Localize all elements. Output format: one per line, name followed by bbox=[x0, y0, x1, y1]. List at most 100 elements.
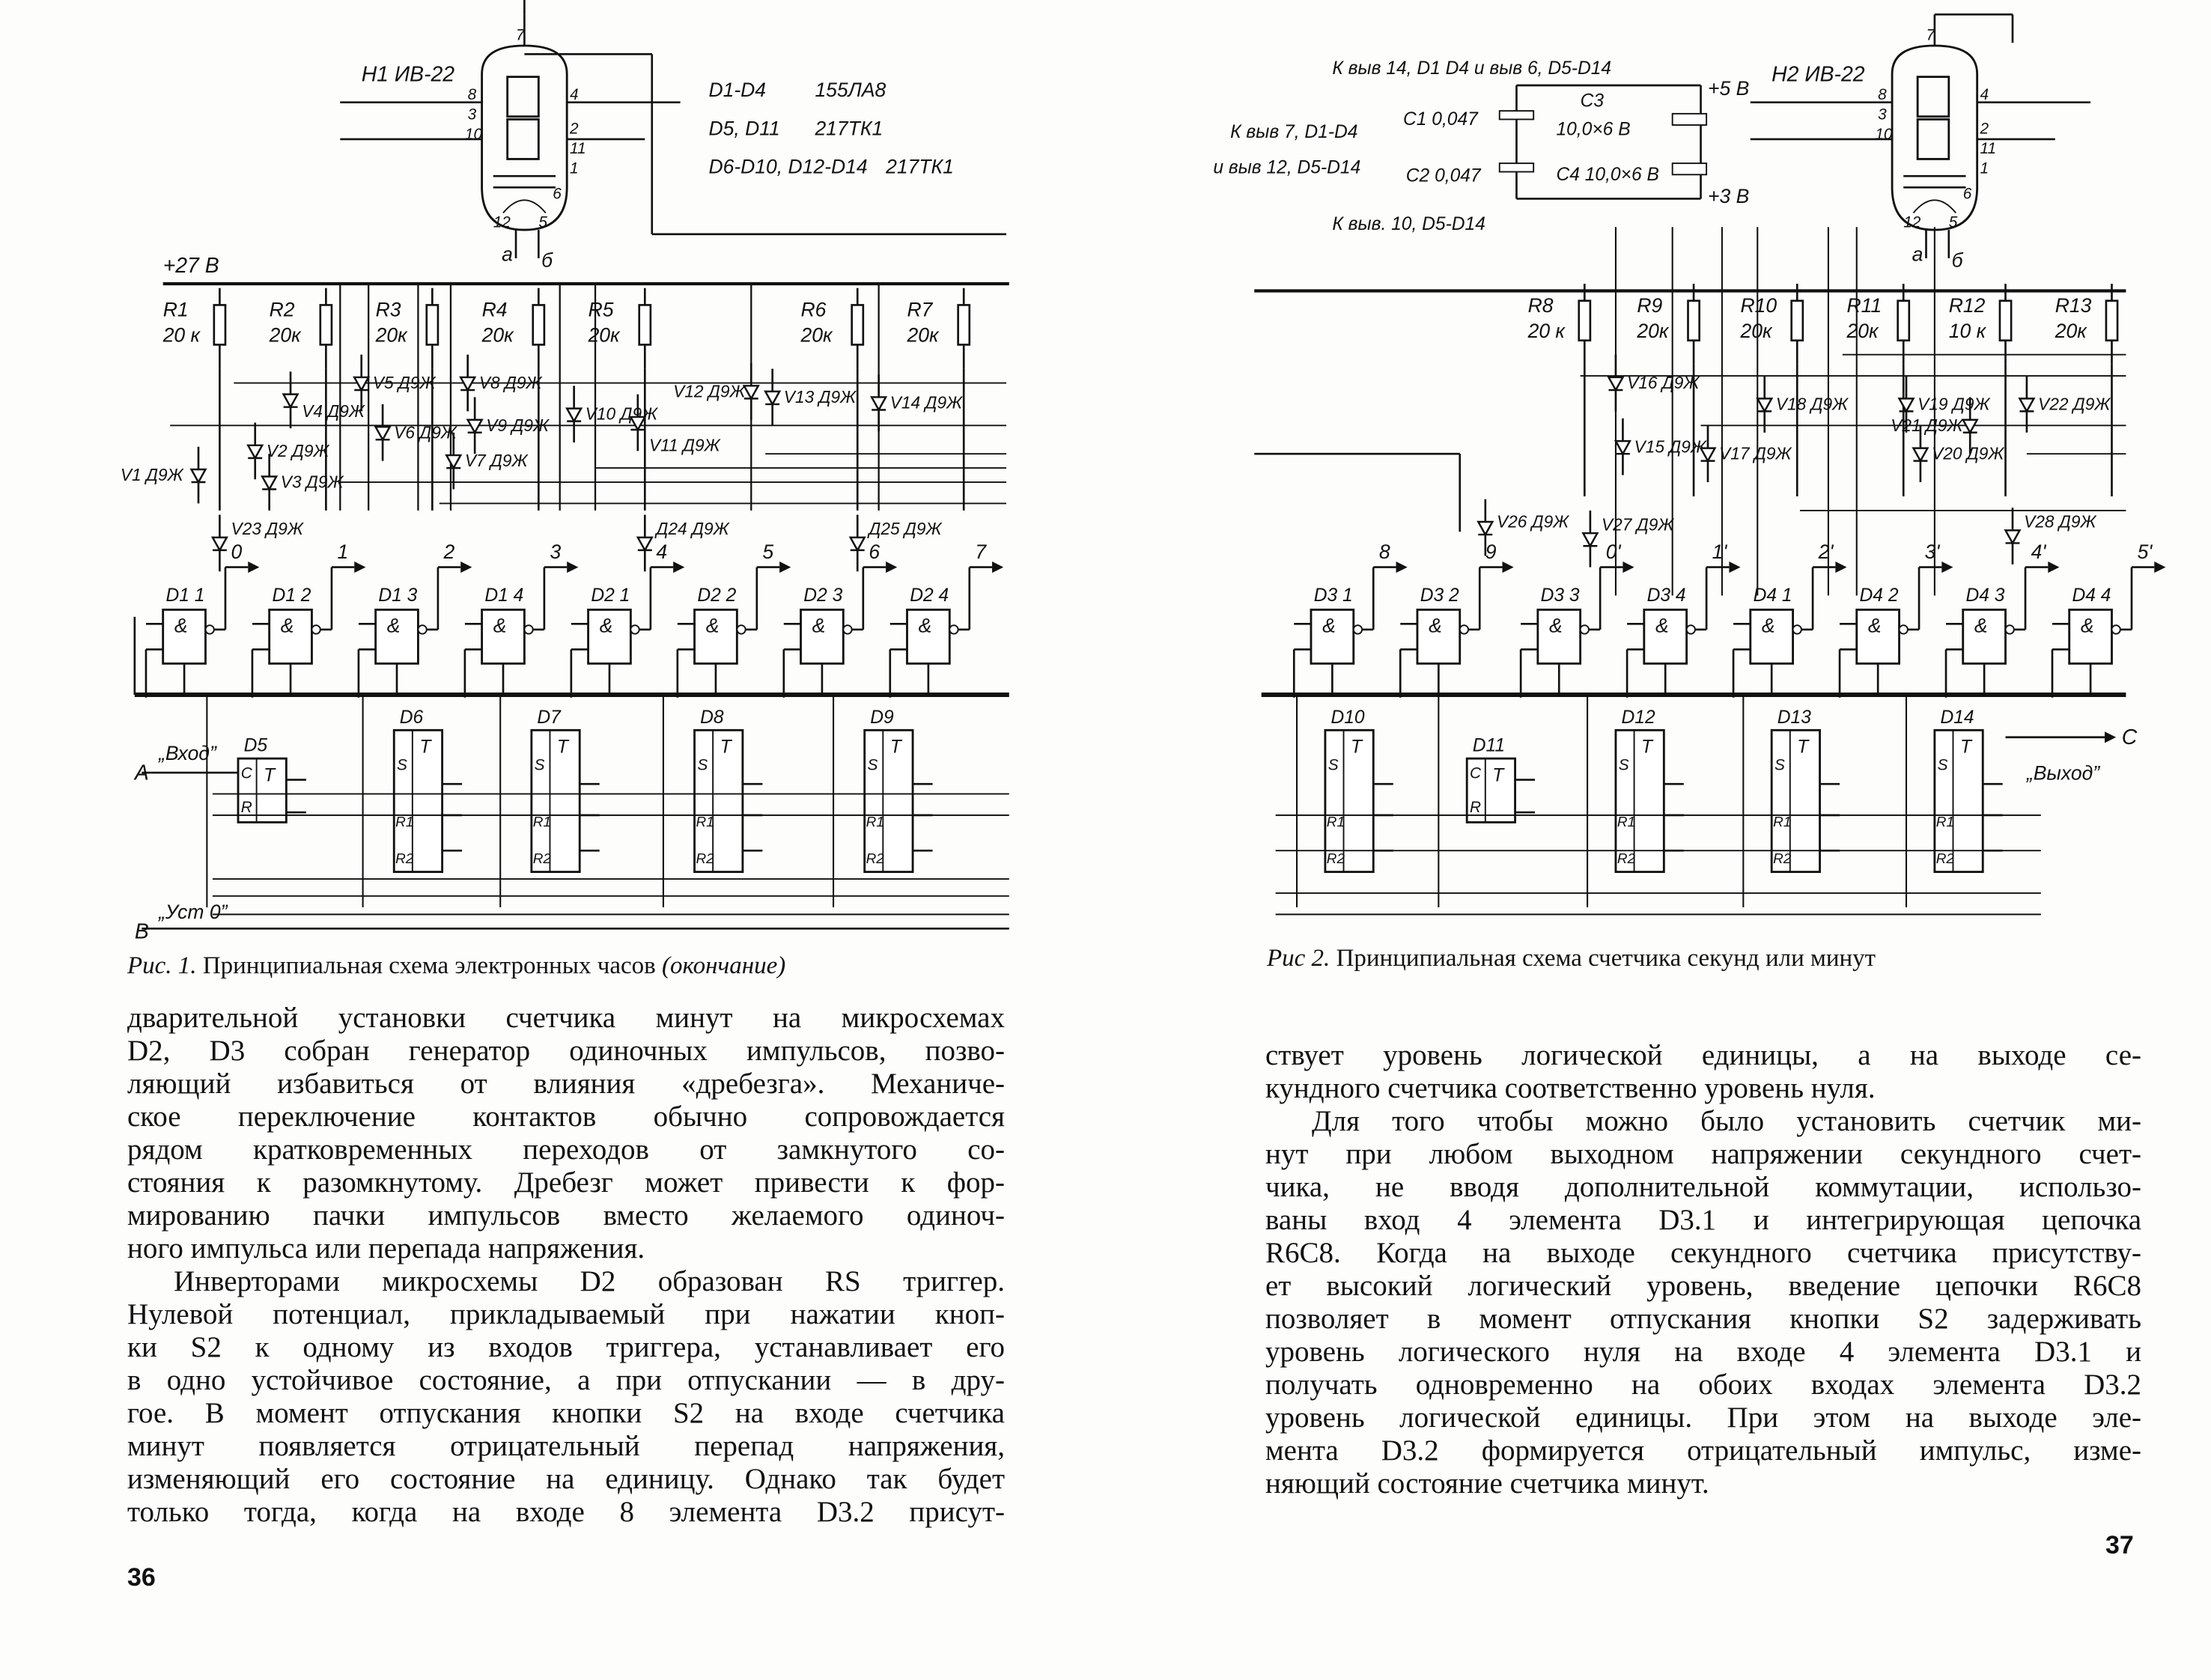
arrow-icon bbox=[992, 561, 1004, 573]
trigger-pin-s: S bbox=[535, 756, 545, 773]
diode-label: V2 Д9Ж bbox=[267, 441, 330, 460]
diode-symbol bbox=[210, 536, 228, 553]
page-number-right: 37 bbox=[2105, 1531, 2134, 1559]
caption-prefix: Рис. 1. bbox=[127, 952, 197, 979]
tube-pin-number: 7 bbox=[516, 26, 526, 43]
capacitor-c3-ref: C3 bbox=[1581, 91, 1605, 111]
gate-output-label: 2 bbox=[442, 541, 454, 563]
nand-gate bbox=[693, 608, 738, 665]
supply-5v-label: +5 В bbox=[1708, 77, 1749, 100]
gate-symbol: & bbox=[387, 615, 401, 637]
resistor-symbol bbox=[1790, 299, 1804, 342]
nand-gate bbox=[481, 608, 526, 665]
tube-pin-number: 4 bbox=[570, 86, 579, 103]
inverter-bubble bbox=[204, 624, 215, 635]
arrow-icon bbox=[354, 561, 366, 573]
gate-ref: D1 3 bbox=[378, 585, 417, 606]
gate-symbol: & bbox=[174, 615, 188, 637]
trigger-pin-r2: R2 bbox=[1936, 851, 1955, 867]
diode-symbol bbox=[445, 454, 463, 470]
inverter-bubble bbox=[1459, 624, 1470, 635]
tube-pin-number: 8 bbox=[468, 86, 477, 103]
text-line: минут появляется отрицательный перепад н… bbox=[127, 1430, 1005, 1462]
inverter-bubble bbox=[736, 624, 746, 635]
nand-gate bbox=[1643, 608, 1688, 665]
tube-segment bbox=[1916, 118, 1950, 160]
legend-chip-group: D6-D10, D12-D14 bbox=[708, 155, 867, 177]
gate-ref: D1 4 bbox=[484, 585, 523, 606]
diode-label: V7 Д9Ж bbox=[465, 451, 529, 470]
resistor-symbol bbox=[957, 304, 971, 346]
gate-ref: D1 2 bbox=[272, 585, 311, 606]
tube-pin-number: 10 bbox=[465, 126, 483, 143]
gate-ref: D4 1 bbox=[1754, 585, 1792, 606]
arrow-icon bbox=[1622, 561, 1634, 573]
diode-symbol bbox=[1897, 398, 1915, 413]
nand-gate bbox=[268, 608, 313, 665]
input-b-terminal: В bbox=[135, 920, 149, 944]
output-label: „Выход” bbox=[2026, 762, 2100, 785]
gate-symbol: & bbox=[281, 615, 294, 637]
trigger-pin-r1: R1 bbox=[395, 815, 413, 830]
gate-output-label: 6 bbox=[869, 541, 880, 563]
text-line: мированию пачки импульсов вместо желаемо… bbox=[127, 1199, 1005, 1232]
resistor-ref: R2 bbox=[270, 299, 295, 321]
diode-label: V20 Д9Ж bbox=[1932, 444, 2004, 463]
diode-symbol bbox=[2018, 398, 2036, 413]
trigger-pin-r2: R2 bbox=[866, 851, 885, 867]
trigger-ref: D5 bbox=[244, 736, 268, 756]
diode-label: Д25 Д9Ж bbox=[866, 519, 942, 538]
diode-symbol bbox=[848, 536, 866, 553]
text-line: изменяющий его состояние на единицу. Одн… bbox=[127, 1463, 1005, 1495]
text-line: дварительной установки счетчика минут на… bbox=[127, 1002, 1005, 1034]
trigger-pin-c: C bbox=[1470, 765, 1482, 782]
trigger-pin-s: S bbox=[1774, 756, 1785, 773]
text-line: стояния к разомкнутому. Дребезг может пр… bbox=[127, 1166, 1005, 1199]
diode-label: V1 Д9Ж bbox=[121, 465, 184, 484]
gate-output-label: 3 bbox=[550, 541, 561, 563]
tube-pin-number: 1 bbox=[570, 159, 579, 177]
trigger-pin-t: T bbox=[264, 765, 276, 785]
diode-symbol bbox=[374, 425, 392, 442]
trigger-ref: D10 bbox=[1330, 707, 1364, 728]
connection-note: и выв 12, D5-D14 bbox=[1213, 157, 1360, 177]
gate-symbol: & bbox=[1974, 615, 1988, 637]
resistor-ref: R5 bbox=[589, 299, 614, 321]
tube-pin-number: 5 bbox=[538, 213, 547, 231]
nand-gate bbox=[1536, 608, 1582, 665]
tube-pin-number: 8 bbox=[1878, 86, 1887, 103]
arrow-icon bbox=[1941, 561, 1953, 573]
text-line: Нулевой потенциал, прикладываемый при на… bbox=[127, 1298, 1005, 1330]
arrow-icon bbox=[2105, 731, 2117, 743]
arrow-icon bbox=[779, 561, 791, 573]
text-line: уровень логической единицы. При этом на … bbox=[1265, 1401, 2141, 1434]
diode-label: V4 Д9Ж bbox=[302, 401, 365, 421]
arrow-icon bbox=[248, 561, 260, 573]
gate-output-label: 2' bbox=[1818, 541, 1834, 563]
diode-symbol bbox=[1607, 376, 1625, 392]
text-line: ного импульса или перепада напряжения. bbox=[127, 1232, 645, 1264]
diode-symbol bbox=[1912, 447, 1929, 463]
legend-chip-group: D1-D4 bbox=[708, 79, 766, 101]
gate-symbol: & bbox=[493, 615, 507, 637]
gate-ref: D4 4 bbox=[2072, 585, 2111, 606]
tube-pin-number: 7 bbox=[1926, 26, 1936, 43]
text-line: рядом кратковременных переходов от замкн… bbox=[127, 1133, 1005, 1166]
legend-chip-type: 217ТК1 bbox=[814, 117, 883, 139]
inverter-bubble bbox=[1579, 624, 1590, 635]
electrolytic-capacitor-symbol bbox=[1671, 162, 1708, 176]
inverter-bubble bbox=[417, 624, 428, 635]
tube-pin-number: 11 bbox=[1980, 140, 1996, 157]
gate-output-label: 0' bbox=[1606, 541, 1622, 563]
jk-trigger bbox=[530, 728, 581, 874]
gate-ref: D2 3 bbox=[803, 585, 842, 606]
diode-label: V27 Д9Ж bbox=[1602, 514, 1674, 534]
nand-gate bbox=[2068, 608, 2113, 665]
trigger-pin-r1: R1 bbox=[1327, 815, 1345, 830]
gate-ref: D3 3 bbox=[1541, 585, 1580, 606]
caption-suffix: (окончание) bbox=[661, 952, 786, 979]
trigger-ref: D7 bbox=[537, 707, 562, 728]
legend-chip-type: 217ТК1 bbox=[885, 155, 954, 177]
diode-symbol bbox=[1614, 439, 1631, 456]
inverter-bubble bbox=[523, 624, 534, 635]
